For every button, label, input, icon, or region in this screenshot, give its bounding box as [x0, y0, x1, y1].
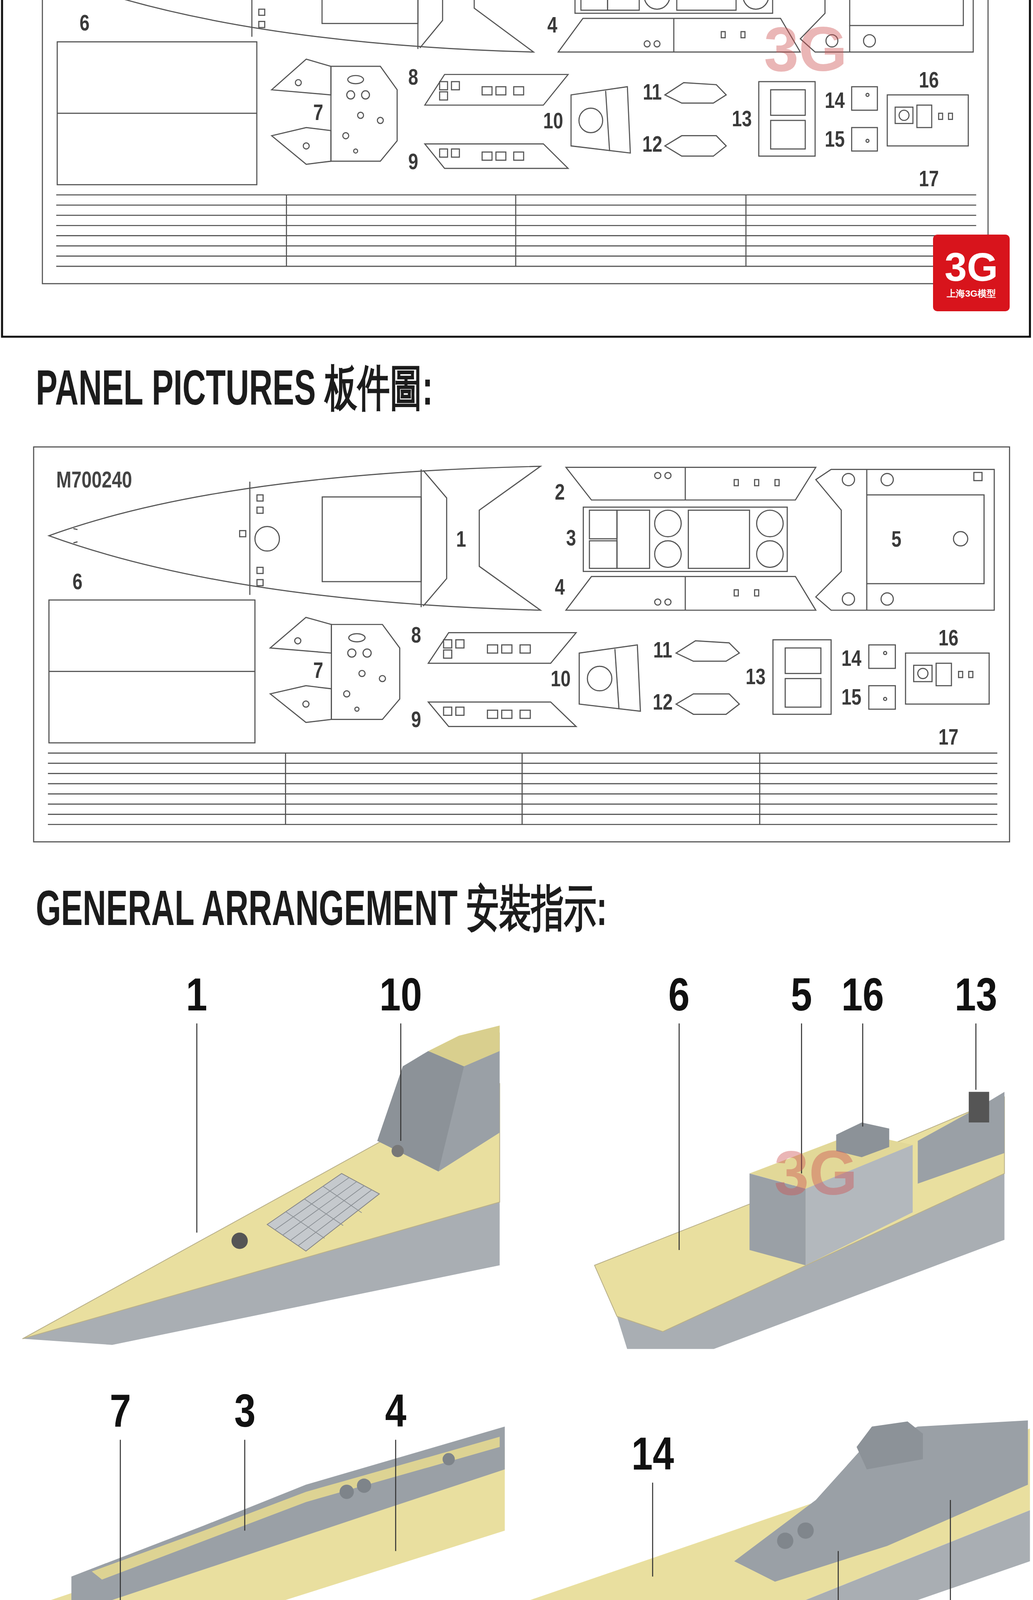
part-number: 16 [938, 626, 959, 649]
callout-number: 6 [668, 970, 690, 1018]
photo-stern [594, 1091, 1005, 1349]
part-number: 14 [824, 88, 845, 112]
callout-number: 14 [631, 1429, 674, 1477]
part-number: 17 [918, 167, 939, 190]
photo-bridge [530, 1419, 1031, 1600]
illustration-part [274, 1177, 372, 1246]
illustration-part [862, 1023, 864, 1126]
watermark: 3G [763, 17, 848, 81]
part-number: 10 [550, 666, 571, 690]
illustration-part [42, 0, 989, 284]
illustration-part [2, 0, 1031, 337]
illustration-part [339, 1484, 354, 1499]
part-number: 17 [938, 725, 959, 748]
part-number: 10 [543, 109, 564, 132]
part-number: 1 [456, 527, 467, 550]
illustration-part [377, 1050, 465, 1171]
callout-number: 5 [790, 970, 813, 1018]
photo-etch-sheet [33, 446, 1010, 842]
part-number: 4 [554, 575, 565, 598]
illustration-part [652, 1482, 654, 1576]
section-heading: PANEL PICTURES 板件圖: [35, 362, 433, 412]
part-number: 8 [407, 65, 418, 88]
photo-midship [50, 1426, 505, 1600]
part-number: 12 [652, 690, 673, 713]
sheet-code: M700240 [56, 467, 133, 492]
callout-number: 16 [841, 970, 884, 1018]
part-number: 6 [79, 11, 90, 34]
photo-bow [22, 1025, 500, 1345]
section-heading: GENERAL ARRANGEMENT 安裝指示: [35, 883, 608, 933]
illustration-part [975, 1023, 977, 1090]
illustration-part [838, 1499, 951, 1600]
part-number: 14 [841, 646, 862, 669]
watermark: 3G [773, 1141, 858, 1204]
callout-number: 4 [384, 1387, 407, 1434]
part-number: 9 [411, 707, 422, 731]
illustration-part [391, 1144, 404, 1157]
brand-logo: 3G上海3G模型 [933, 234, 1010, 312]
part-number: 11 [653, 638, 673, 661]
callout-number: 7 [109, 1387, 131, 1434]
illustration-part [442, 1452, 455, 1465]
illustration-part [678, 1023, 680, 1250]
illustration-part [395, 1439, 397, 1551]
leader-lines [120, 1023, 976, 1600]
callout-number: 10 [379, 970, 422, 1018]
part-number: 3 [566, 526, 577, 549]
part-number: 13 [731, 107, 752, 130]
part-number: 15 [824, 127, 845, 150]
part-number: 7 [313, 100, 324, 124]
illustration-part [91, 1436, 500, 1580]
part-number: 2 [554, 480, 565, 503]
illustration-part [196, 1023, 198, 1233]
illustration-part [244, 1439, 245, 1531]
illustration-part [71, 1426, 505, 1600]
illustration-part [797, 1522, 814, 1539]
part-number: 16 [918, 68, 939, 91]
part-number: 15 [841, 685, 862, 708]
callout-number: 13 [954, 970, 998, 1018]
illustration-part [356, 1478, 372, 1493]
illustration-part [428, 1025, 500, 1066]
part-number: 11 [642, 80, 662, 103]
illustration-part [917, 1091, 1005, 1183]
part-number: 5 [891, 527, 902, 550]
illustration-part [777, 1532, 794, 1549]
part-number: 6 [72, 569, 83, 593]
part-number: 9 [407, 149, 418, 173]
part-number: 12 [642, 132, 663, 155]
illustration-part [734, 1419, 1029, 1582]
callout-number: 1 [186, 970, 208, 1018]
callout-number: 3 [234, 1387, 256, 1434]
illustration-part [968, 1091, 990, 1122]
illustration-part [231, 1232, 248, 1249]
previous-sheet [42, 0, 989, 284]
logo-mark: 3G [944, 247, 999, 287]
part-number: 7 [313, 658, 324, 682]
part-number: 8 [411, 623, 422, 646]
logo-caption: 上海3G模型 [946, 288, 996, 299]
illustration-part [400, 1023, 402, 1141]
illustration-part [119, 1439, 121, 1600]
illustration-part [266, 1172, 380, 1251]
illustration-part [856, 1420, 923, 1469]
part-number: 13 [745, 664, 766, 688]
part-number: 4 [547, 13, 558, 36]
